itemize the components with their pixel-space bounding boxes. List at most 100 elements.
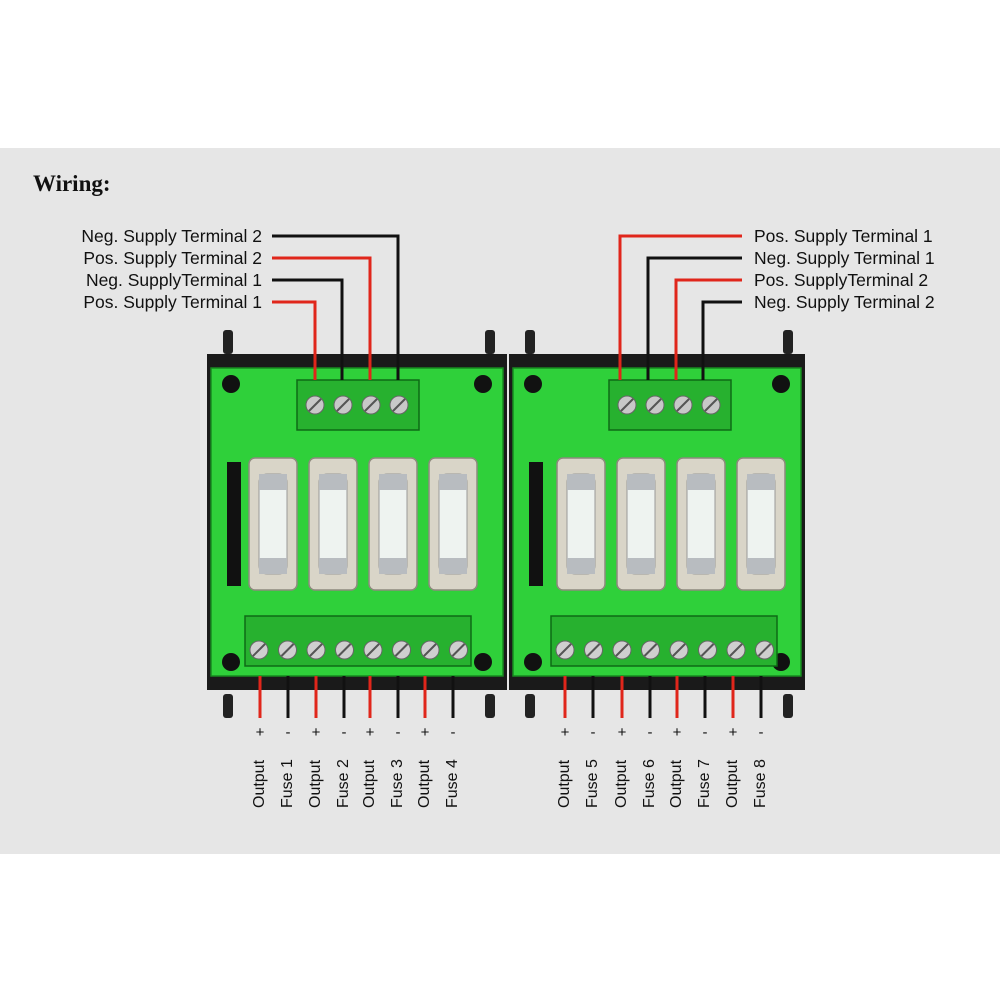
terminal-screw-slot [423,643,437,657]
header-connector [227,462,241,586]
fuse-cap [259,558,287,574]
mounting-clip [783,694,793,718]
supply-label-left: Neg. Supply Terminal 2 [81,226,262,246]
fuse-cap [319,474,347,490]
mounting-clip [525,694,535,718]
fuse-label: Fuse 2 [335,759,352,808]
terminal-screw-slot [308,398,322,412]
fuse-cap [379,558,407,574]
supply-label-right: Neg. Supply Terminal 2 [754,292,935,312]
terminal-screw-slot [280,643,295,657]
fuse-label: Fuse 6 [641,759,658,808]
terminal-screw-slot [558,643,572,657]
terminal-screw-slot [451,643,466,657]
output-terminal-block [550,615,778,667]
terminal-screw-slot [643,643,658,657]
supply-label-left: Pos. Supply Terminal 1 [83,292,262,312]
supply-wire [618,234,742,380]
fuse-cap [687,474,715,490]
terminal-screw-slot [394,643,409,657]
terminal-screw-slot [757,643,772,657]
fuse-cap [747,558,775,574]
fuse-label: Fuse 8 [752,759,769,808]
mounting-hole [524,653,542,671]
fuse-cap [567,474,595,490]
polarity-plus: + [617,724,627,741]
polarity-plus: + [255,724,265,741]
fuse-label: Fuse 7 [696,759,713,808]
output-terminal-block [244,615,472,667]
polarity-minus: - [341,724,347,741]
terminal-screw-slot [337,643,352,657]
polarity-plus: + [672,724,682,741]
fuse-cap [259,474,287,490]
terminal-screw-slot [648,398,662,412]
polarity-plus: + [560,724,570,741]
output-label: Output [361,759,378,808]
terminal-screw-slot [700,643,715,657]
fuse-label: Fuse 4 [444,759,461,808]
terminal-screw-slot [620,398,634,412]
polarity-minus: - [647,724,653,741]
mounting-hole [772,375,790,393]
mounting-hole [524,375,542,393]
polarity-minus: - [702,724,708,741]
terminal-screw-slot [672,643,686,657]
mounting-hole [474,375,492,393]
supply-wire [701,300,742,380]
fuse-cap [687,558,715,574]
fuse-cap [439,474,467,490]
fuse-label: Fuse 1 [279,759,296,808]
mounting-clip [485,694,495,718]
mounting-hole [222,375,240,393]
supply-wire [674,278,742,380]
output-label: Output [613,759,630,808]
mounting-hole [222,653,240,671]
polarity-plus: + [728,724,738,741]
polarity-plus: + [311,724,321,741]
terminal-screw-slot [615,643,629,657]
fuse-cap [319,558,347,574]
terminal-screw-slot [364,398,378,412]
terminal-screw-slot [392,398,406,412]
fuse-cap [747,474,775,490]
supply-wire [272,234,400,380]
fuse-cap [567,558,595,574]
polarity-minus: - [758,724,764,741]
page-title: Wiring: [33,171,111,196]
mounting-clip [783,330,793,354]
supply-wire [272,278,344,380]
polarity-minus: - [395,724,401,741]
output-label: Output [416,759,433,808]
mounting-clip [223,330,233,354]
fuse-label: Fuse 5 [584,759,601,808]
fuse-cap [379,474,407,490]
terminal-screw-slot [366,643,380,657]
output-label: Output [556,759,573,808]
fuse-cap [627,558,655,574]
output-label: Output [724,759,741,808]
mounting-clip [223,694,233,718]
fuse-cap [439,558,467,574]
supply-wire [272,300,317,380]
terminal-screw-slot [729,643,743,657]
polarity-minus: - [450,724,456,741]
terminal-screw-slot [704,398,718,412]
output-label: Output [668,759,685,808]
polarity-plus: + [420,724,430,741]
polarity-plus: + [365,724,375,741]
polarity-minus: - [590,724,596,741]
mounting-hole [474,653,492,671]
fuse-label: Fuse 3 [389,759,406,808]
terminal-screw-slot [586,643,601,657]
mounting-clip [525,330,535,354]
terminal-screw-slot [676,398,690,412]
terminal-screw-slot [252,643,266,657]
supply-label-right: Pos. SupplyTerminal 2 [754,270,929,290]
header-connector [529,462,543,586]
output-label: Output [251,759,268,808]
polarity-minus: - [285,724,291,741]
supply-label-right: Neg. Supply Terminal 1 [754,248,935,268]
supply-wire [646,256,742,380]
